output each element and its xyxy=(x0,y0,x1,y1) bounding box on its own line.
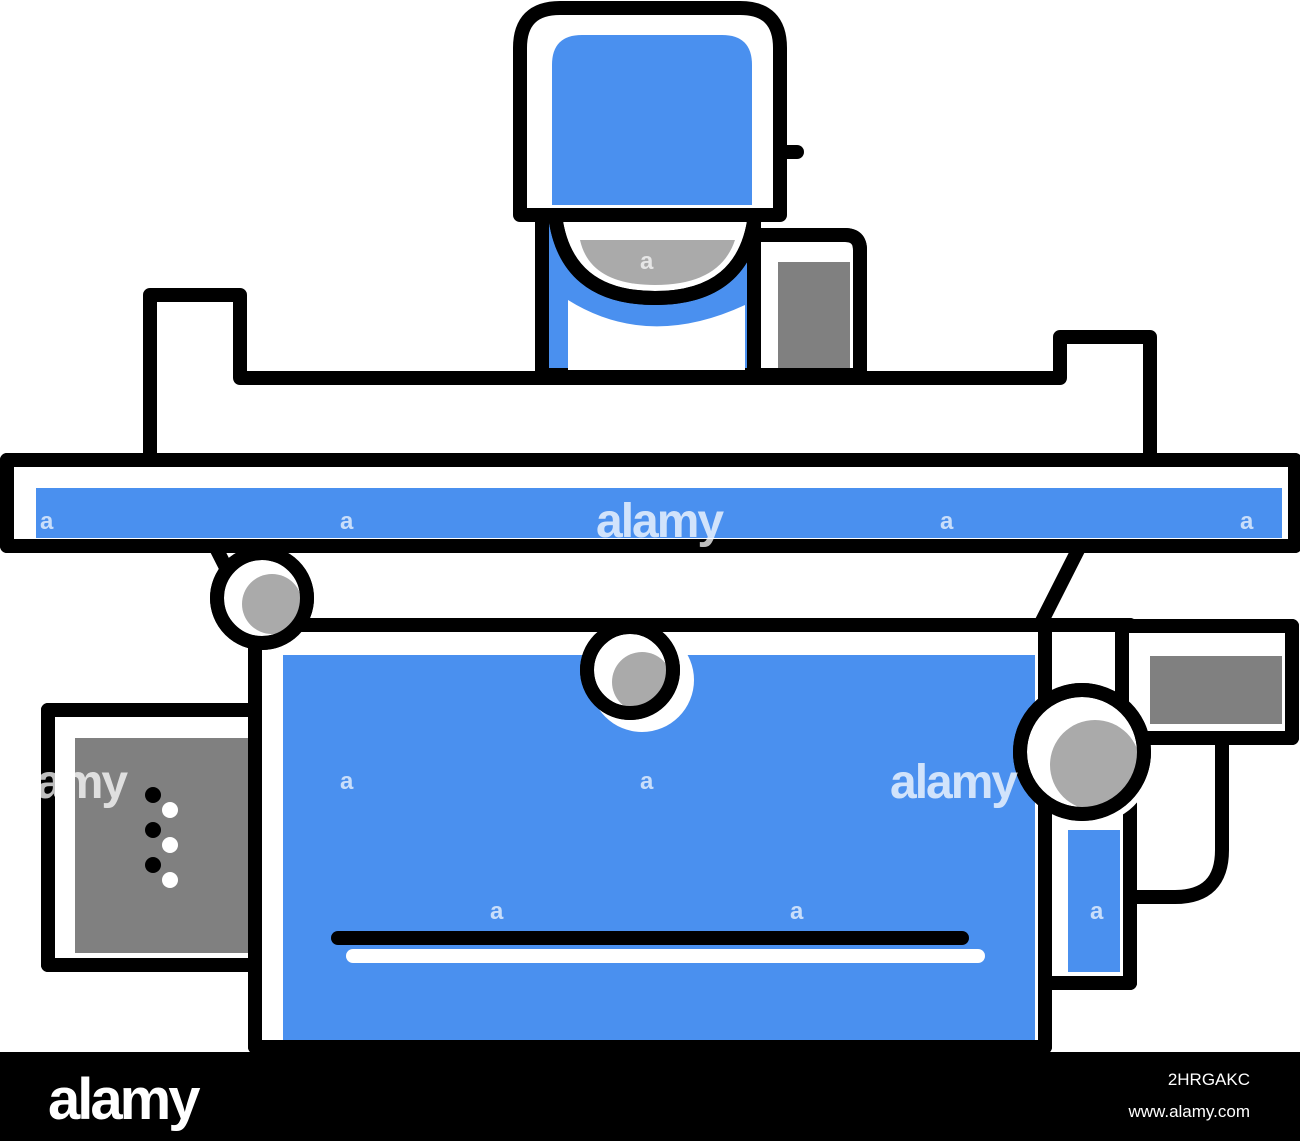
footer-logo: alamy xyxy=(48,1067,200,1132)
knob-left xyxy=(210,546,314,650)
site-url: www.alamy.com xyxy=(1128,1102,1250,1121)
knob-center xyxy=(580,620,694,732)
work-table xyxy=(0,453,1300,553)
footer-bar: alamy 2HRGAKC www.alamy.com xyxy=(0,1052,1300,1141)
saddle xyxy=(208,539,1087,632)
cable xyxy=(1123,731,1229,904)
image-id: 2HRGAKC xyxy=(1167,1070,1250,1089)
head-side-box xyxy=(747,228,867,382)
control-panel-dots xyxy=(145,787,178,888)
motor-head xyxy=(513,1,804,222)
right-control-box xyxy=(1115,619,1299,745)
grinding-wheel xyxy=(548,208,762,305)
handwheel-right xyxy=(1013,683,1152,824)
